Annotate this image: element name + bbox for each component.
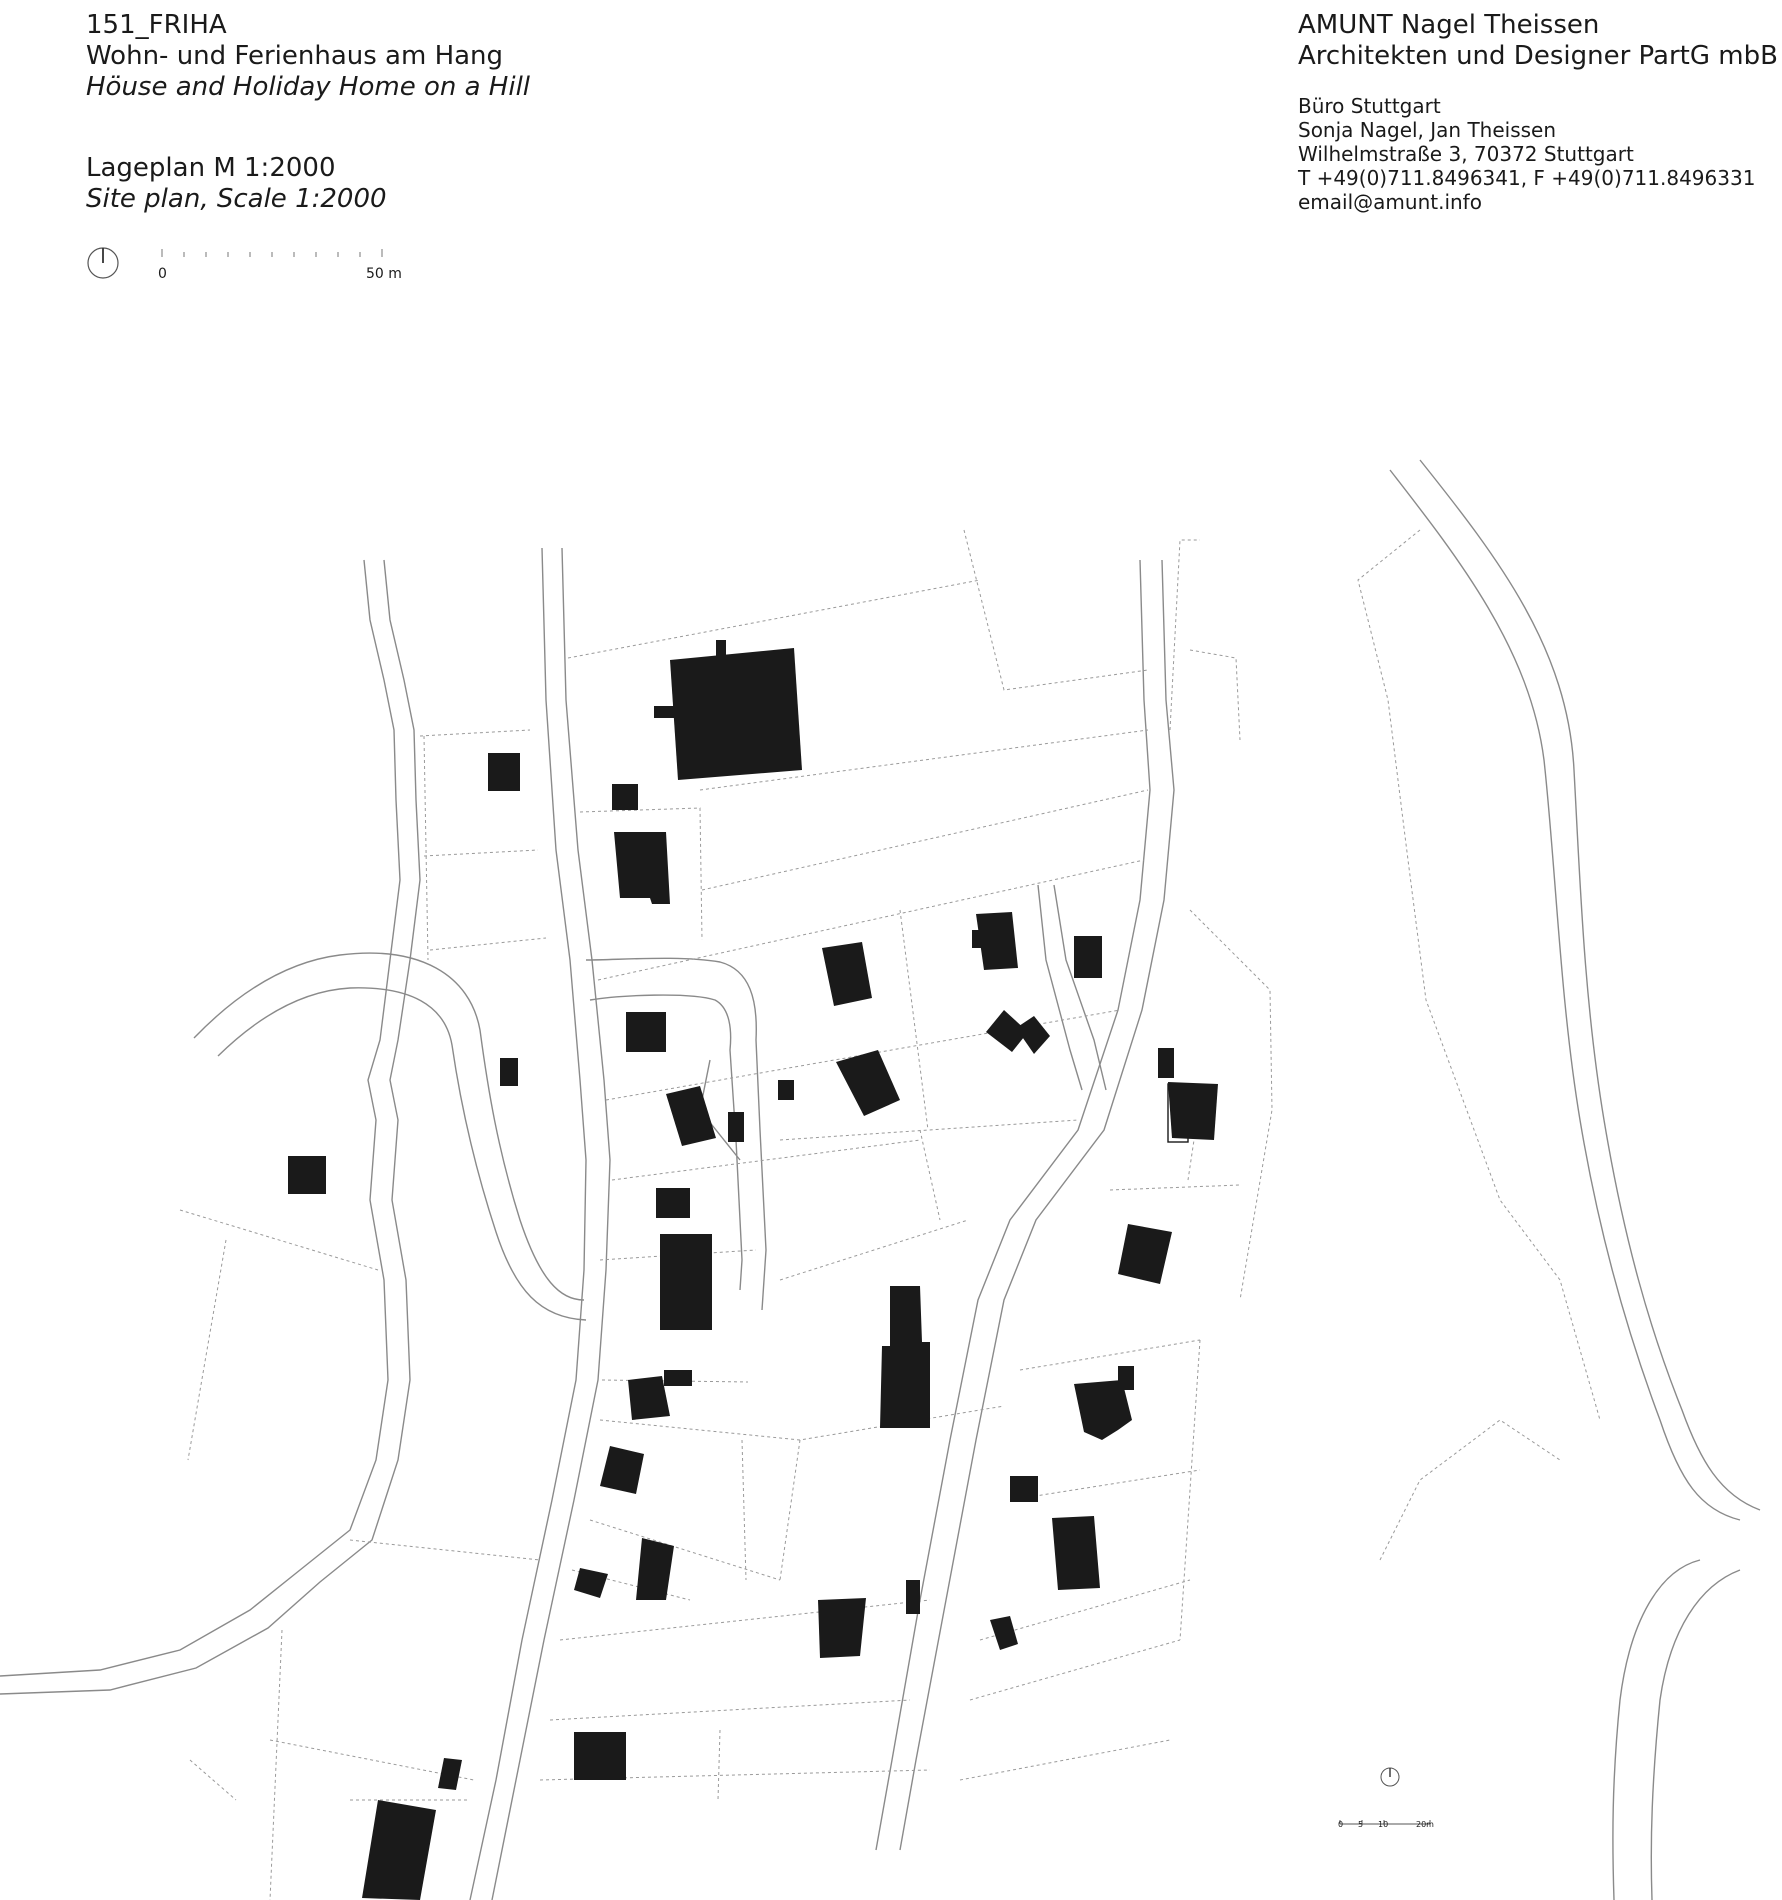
buildings <box>288 640 1218 1900</box>
building <box>438 1758 462 1790</box>
parcel-lines <box>179 529 1601 1900</box>
scale-segments <box>1339 1820 1431 1825</box>
building <box>716 640 726 658</box>
building <box>664 1370 692 1386</box>
north-arrow-icon <box>87 247 119 279</box>
building <box>628 1376 670 1420</box>
building <box>654 706 674 718</box>
project-code: 151_FRIHA <box>86 10 227 40</box>
building <box>906 1580 920 1614</box>
building-outline <box>1167 1083 1189 1143</box>
building <box>1118 1366 1134 1390</box>
roads <box>0 459 1761 1900</box>
building <box>500 1058 518 1086</box>
office-header: AMUNT Nagel Theissen Architekten und Des… <box>1298 10 1778 214</box>
building <box>1074 1380 1132 1440</box>
plan-title-de: Lageplan M 1:2000 <box>86 153 336 183</box>
scale-ticks <box>161 249 383 257</box>
scale-label: 20m <box>1416 1820 1434 1829</box>
office-subtitle: Architekten und Designer PartG mbB <box>1298 41 1778 71</box>
building <box>362 1800 436 1900</box>
building <box>818 1598 866 1658</box>
project-title-de: Wohn- und Ferienhaus am Hang <box>86 41 504 71</box>
building <box>972 930 984 948</box>
office-partners: Sonja Nagel, Jan Theissen <box>1298 118 1557 142</box>
scale-start-label: 0 <box>158 266 167 282</box>
building <box>656 1188 690 1218</box>
building <box>1052 1516 1100 1590</box>
building <box>1010 1476 1038 1502</box>
north-arrow-icon <box>1380 1767 1400 1787</box>
building <box>1158 1048 1174 1078</box>
building <box>822 942 872 1006</box>
project-header: 151_FRIHA Wohn- und Ferienhaus am Hang H… <box>86 10 530 215</box>
building <box>666 1086 716 1146</box>
building <box>836 1050 900 1116</box>
office-phone-fax: T +49(0)711.8496341, F +49(0)711.8496331 <box>1298 166 1756 190</box>
building <box>600 1446 644 1494</box>
building <box>1074 936 1102 978</box>
building <box>728 1112 744 1142</box>
scale-label: 5 <box>1358 1820 1364 1829</box>
building <box>574 1568 608 1598</box>
office-email: email@amunt.info <box>1298 190 1482 214</box>
scale-bar-top: 0 50 m <box>84 246 414 286</box>
building <box>488 753 520 791</box>
building <box>1016 1016 1050 1054</box>
building <box>990 1616 1018 1650</box>
office-branch: Büro Stuttgart <box>1298 94 1441 118</box>
building <box>660 1234 712 1330</box>
building <box>986 1010 1028 1052</box>
building <box>778 1080 794 1100</box>
building <box>574 1732 626 1780</box>
building <box>612 784 638 810</box>
building <box>1118 1224 1172 1284</box>
office-name: AMUNT Nagel Theissen <box>1298 10 1600 40</box>
scale-label: 0 <box>1338 1820 1344 1829</box>
scale-bar-bottom: 0 5 10 20m <box>1336 1766 1434 1838</box>
project-title-en: Höuse and Holiday Home on a Hill <box>86 72 531 102</box>
building <box>1168 1082 1218 1140</box>
scale-label: 10 <box>1378 1820 1389 1829</box>
building <box>288 1156 326 1194</box>
building <box>626 1012 666 1052</box>
building <box>614 832 670 904</box>
scale-end-label: 50 m <box>366 266 402 282</box>
plan-title-en: Site plan, Scale 1:2000 <box>86 184 387 214</box>
building <box>670 648 802 780</box>
building <box>976 912 1018 970</box>
building <box>880 1286 930 1428</box>
building <box>636 1538 674 1600</box>
office-address: Wilhelmstraße 3, 70372 Stuttgart <box>1298 142 1634 166</box>
